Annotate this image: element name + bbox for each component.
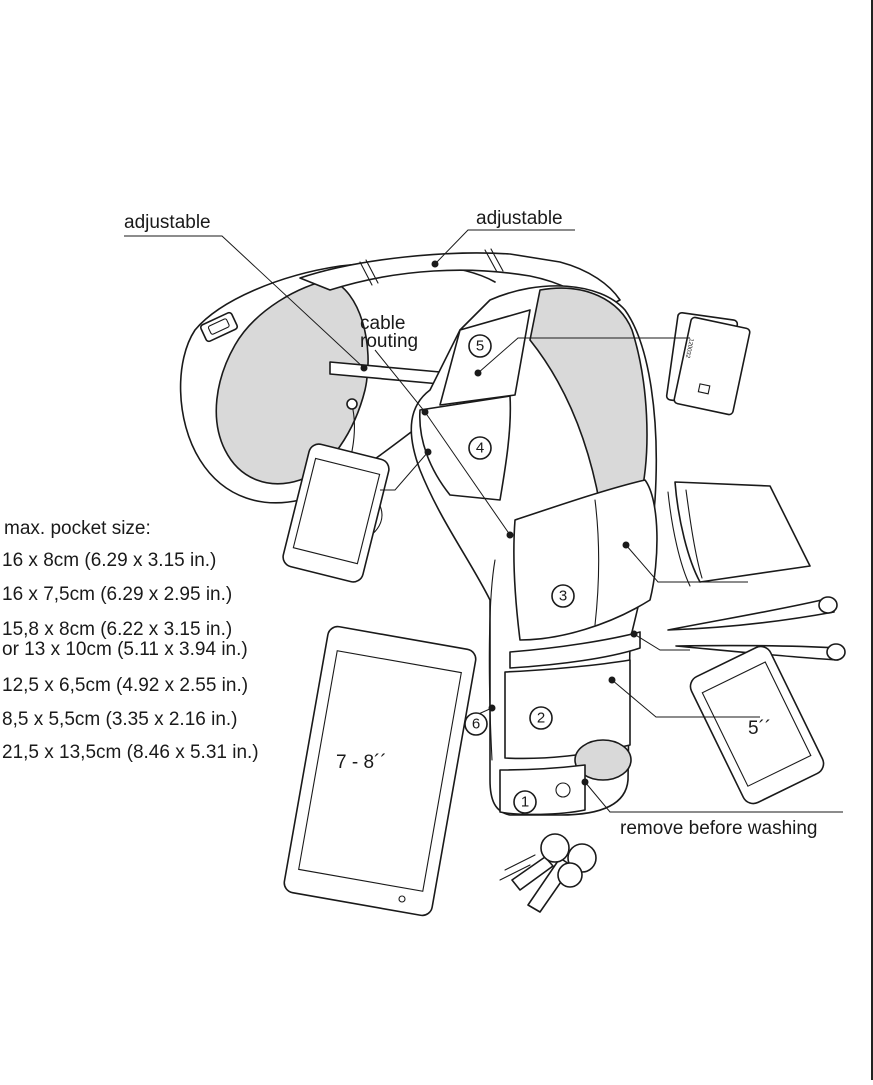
card-number: 120032 xyxy=(684,338,694,359)
leader-adjustable-left xyxy=(124,235,365,369)
leader-pocket4-phone xyxy=(380,451,429,491)
strap-slider-right xyxy=(484,249,498,273)
side-zip-seam xyxy=(488,559,496,761)
tablet xyxy=(283,625,477,917)
bottom-oval-pocket xyxy=(574,739,632,781)
strap-buckle xyxy=(199,311,239,343)
label-remove-before-washing: remove before washing xyxy=(620,818,818,839)
leader-remove-washing xyxy=(584,781,843,813)
pocket-1-panel xyxy=(499,764,586,816)
pocket-size-item: 8,5 x 5,5cm (3.35 x 2.16 in.) xyxy=(2,709,238,730)
pen-1 xyxy=(667,597,835,631)
pocket-number-1: 1 xyxy=(521,794,529,811)
left-phone-item xyxy=(282,398,390,583)
label-adjustable-left: adjustable xyxy=(124,212,211,233)
strap-slider-left xyxy=(359,261,373,286)
tablet-item xyxy=(283,625,477,917)
label-tablet-size: 7 - 8´´ xyxy=(336,752,387,773)
label-adjustable-top: adjustable xyxy=(476,208,563,229)
divider-strip xyxy=(509,631,641,669)
right-phone xyxy=(689,645,825,805)
pocket-3-panel xyxy=(513,479,658,641)
pocket-number-5: 5 xyxy=(476,338,484,355)
card-front xyxy=(673,316,751,416)
leader-lines xyxy=(124,229,843,813)
pocket-number-6: 6 xyxy=(472,716,480,733)
pocket-size-item: 21,5 x 13,5cm (8.46 x 5.31 in.) xyxy=(2,742,259,763)
leader-pocket3-wallet xyxy=(625,544,748,583)
leader-pocket2-phone xyxy=(611,679,760,718)
right-phone-item xyxy=(689,645,825,805)
pocket-number-2: 2 xyxy=(537,710,545,727)
label-phone-size: 5´´ xyxy=(748,718,771,739)
pocket-size-heading: max. pocket size: xyxy=(4,518,151,539)
pocket-number-markers: 1 2 3 4 5 6 xyxy=(464,334,575,814)
right-frame-edge xyxy=(871,0,873,1080)
label-cable: cable xyxy=(360,313,405,334)
pocket-size-item: 12,5 x 6,5cm (4.92 x 2.55 in.) xyxy=(2,675,248,696)
wallet xyxy=(674,481,811,583)
callout-labels: adjustable adjustable cable routing remo… xyxy=(124,208,818,839)
label-routing: routing xyxy=(360,331,418,352)
pocket-size-item: 16 x 8cm (6.29 x 3.15 in.) xyxy=(2,550,216,571)
pocket-4-panel xyxy=(419,395,512,501)
tablet-screen xyxy=(298,650,462,892)
leader-strip-pens xyxy=(633,633,690,651)
pocket-2-panel xyxy=(504,659,631,760)
left-phone xyxy=(282,443,390,583)
shoulder-strap xyxy=(179,248,621,504)
cards-item: 120032 xyxy=(665,311,751,416)
wallet-item xyxy=(667,481,811,587)
pocket-size-list: max. pocket size: 16 x 8cm (6.29 x 3.15 … xyxy=(2,518,259,763)
bag-inner-shade xyxy=(529,287,648,506)
pocket-5-panel xyxy=(439,309,531,406)
key-ring xyxy=(555,782,571,798)
pocket-number-4: 4 xyxy=(476,440,484,457)
keys-item xyxy=(499,782,597,913)
leader-pocket5-cards xyxy=(477,337,690,374)
pocket-size-item: or 13 x 10cm (5.11 x 3.94 in.) xyxy=(2,639,248,660)
pocket-size-item: 15,8 x 8cm (6.22 x 3.15 in.) xyxy=(2,619,232,640)
pocket-size-item: 16 x 7,5cm (6.29 x 2.95 in.) xyxy=(2,584,232,605)
pocket-number-3: 3 xyxy=(559,588,567,605)
leader-adjustable-top xyxy=(434,229,575,265)
